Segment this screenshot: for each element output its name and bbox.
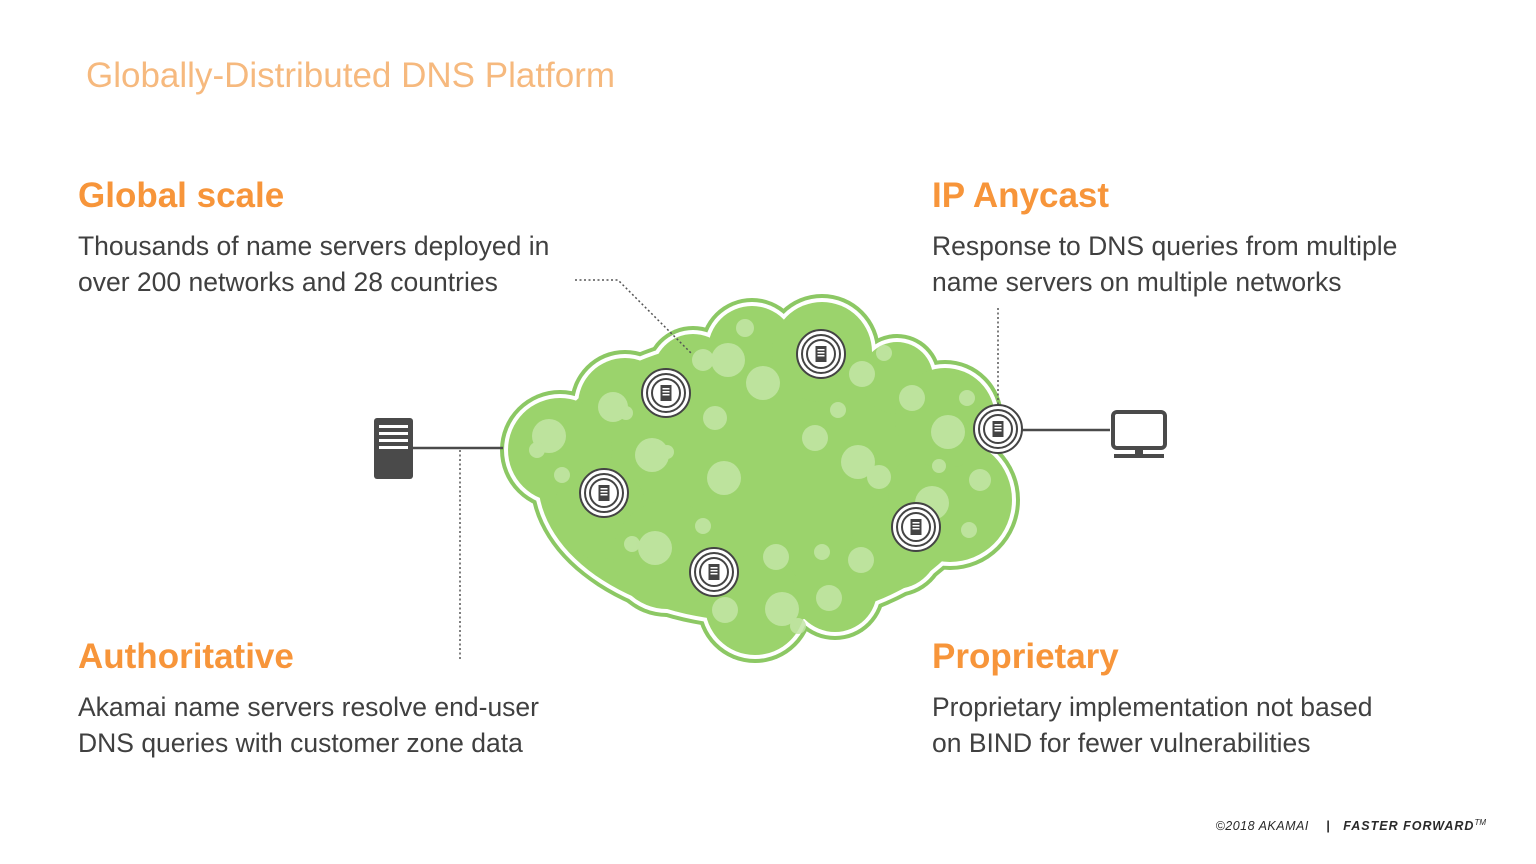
authoritative-heading: Authoritative [78,637,294,676]
ip-anycast-line-2: name servers on multiple networks [932,267,1342,297]
proprietary-line-2: on BIND for fewer vulnerabilities [932,728,1311,758]
global-scale-heading: Global scale [78,176,285,215]
ip-anycast-line-1: Response to DNS queries from multiple [932,231,1398,261]
cloud-ring [504,298,1016,659]
cloud-bubbles [529,319,991,634]
server-rack-icon [374,418,413,479]
ip-anycast-block: IP Anycast Response to DNS queries from … [932,176,1492,300]
cloud-outline [500,294,1020,663]
name-server-icon [579,468,629,518]
footer-separator: | [1326,819,1330,834]
name-server-icon [891,502,941,552]
global-scale-line-2: over 200 networks and 28 countries [78,267,498,297]
slide-footer: ©2018 AKAMAI | FASTER FORWARDTM [1216,818,1486,833]
cloud-fill [508,302,1012,655]
authoritative-line-1: Akamai name servers resolve end-user [78,692,539,722]
global-scale-line-1: Thousands of name servers deployed in [78,231,550,261]
proprietary-block: Proprietary Proprietary implementation n… [932,637,1492,761]
proprietary-heading: Proprietary [932,637,1119,676]
slide-title: Globally-Distributed DNS Platform [86,56,616,95]
proprietary-line-1: Proprietary implementation not based [932,692,1373,722]
authoritative-block: Authoritative Akamai name servers resolv… [78,637,638,761]
name-server-icon [689,547,739,597]
global-scale-block: Global scale Thousands of name servers d… [78,176,638,300]
monitor-icon [1111,410,1167,458]
ip-anycast-heading: IP Anycast [932,176,1110,215]
copyright-text: ©2018 AKAMAI [1215,819,1309,834]
trademark-mark: TM [1474,818,1486,827]
name-server-icon [973,404,1023,454]
name-server-icon [796,329,846,379]
footer-tagline: FASTER FORWARD [1343,819,1475,834]
name-server-icon [641,368,691,418]
authoritative-line-2: DNS queries with customer zone data [78,728,523,758]
